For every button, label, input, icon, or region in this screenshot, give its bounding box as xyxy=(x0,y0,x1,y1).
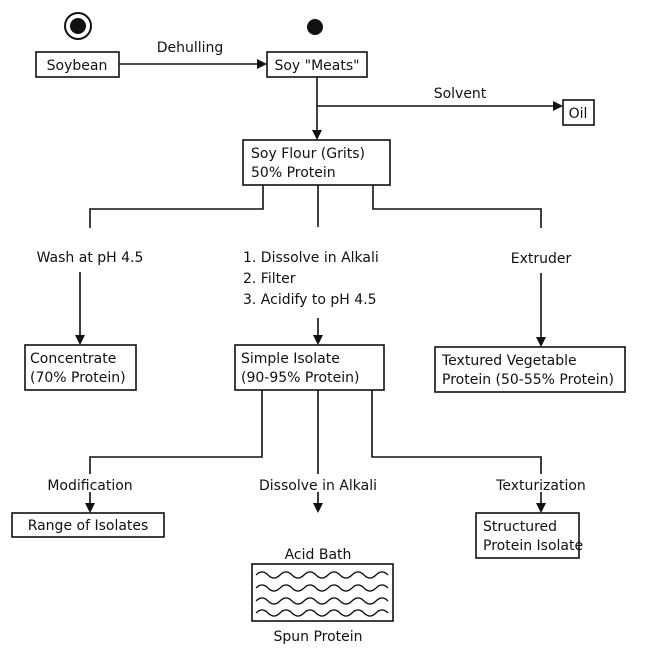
structured-protein-isolate-box xyxy=(475,512,580,559)
tvp-box xyxy=(434,346,626,393)
oil-label: Oil xyxy=(569,106,588,122)
soy-flour-box xyxy=(242,139,391,186)
acid-bath-waves xyxy=(255,571,389,617)
soybean-icon xyxy=(64,12,92,40)
concentrate-label-line2: (70% Protein) xyxy=(30,370,126,386)
wash-label: Wash at pH 4.5 xyxy=(37,250,144,266)
structured-label-line2: Protein Isolate xyxy=(483,538,583,554)
simple-isolate-box xyxy=(234,344,385,391)
dehulling-label: Dehulling xyxy=(157,40,224,56)
concentrate-label-line1: Concentrate xyxy=(30,351,116,367)
acid-bath-label: Acid Bath xyxy=(285,547,352,563)
flour-left-branch xyxy=(89,185,264,228)
isolate-right-branch xyxy=(371,390,542,474)
soybean-label: Soybean xyxy=(47,58,108,74)
tvp-label-line1: Textured Vegetable xyxy=(441,353,577,369)
range-of-isolates-label: Range of Isolates xyxy=(28,518,149,534)
soy-flour-label-line1: Soy Flour (Grits) xyxy=(251,146,365,162)
oil-box xyxy=(562,99,595,126)
soy-meat-icon xyxy=(307,19,323,35)
simple-isolate-label-line1: Simple Isolate xyxy=(241,351,340,367)
isolate-left-branch xyxy=(89,390,263,474)
modification-label: Modification xyxy=(47,478,132,494)
tvp-label-line2: Protein (50-55% Protein) xyxy=(442,372,614,388)
texturization-label: Texturization xyxy=(495,478,586,494)
step1-label: 1. Dissolve in Alkali xyxy=(243,250,379,266)
solvent-label: Solvent xyxy=(434,86,487,102)
soy-meats-label: Soy "Meats" xyxy=(274,58,359,74)
acid-bath-box xyxy=(251,563,394,622)
soy-meats-box xyxy=(266,51,368,78)
step3-label: 3. Acidify to pH 4.5 xyxy=(243,292,377,308)
dissolve-alkali-label: Dissolve in Alkali xyxy=(259,478,377,494)
flour-right-branch xyxy=(372,185,542,228)
spun-protein-label: Spun Protein xyxy=(273,629,362,645)
concentrate-box xyxy=(24,344,137,391)
step2-label: 2. Filter xyxy=(243,271,296,287)
extruder-label: Extruder xyxy=(511,251,572,267)
soy-flour-label-line2: 50% Protein xyxy=(251,165,336,181)
range-of-isolates-box xyxy=(11,512,165,538)
soybean-box xyxy=(35,51,120,78)
structured-label-line1: Structured xyxy=(483,519,557,535)
simple-isolate-label-line2: (90-95% Protein) xyxy=(241,370,359,386)
